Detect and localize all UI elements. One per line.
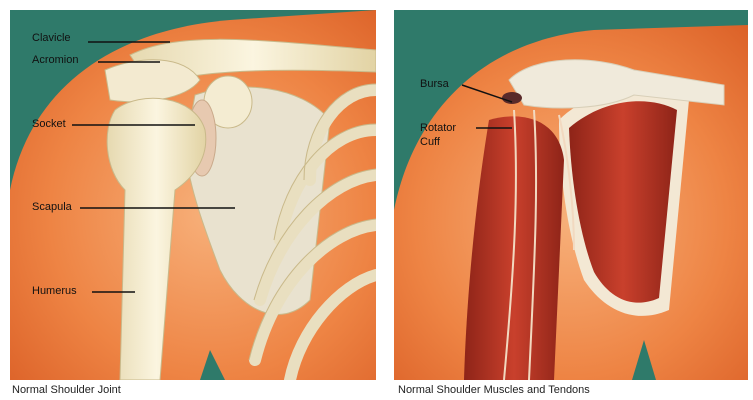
shoulder-muscles-illustration: [394, 10, 748, 380]
label-rotator: Rotator: [420, 122, 456, 134]
label-scapula: Scapula: [32, 201, 72, 213]
skeleton-illustration-panel: Clavicle Acromion Socket Scapula Humerus: [10, 10, 376, 380]
label-bursa: Bursa: [420, 78, 449, 90]
label-humerus: Humerus: [32, 285, 77, 297]
muscle-illustration-panel: Bursa Rotator Cuff: [394, 10, 748, 380]
label-acromion: Acromion: [32, 54, 78, 66]
label-socket: Socket: [32, 118, 66, 130]
label-clavicle: Clavicle: [32, 32, 71, 44]
bursa: [502, 92, 522, 104]
caption-right: Normal Shoulder Muscles and Tendons: [398, 384, 590, 396]
label-cuff: Cuff: [420, 136, 440, 148]
caption-left: Normal Shoulder Joint: [12, 384, 121, 396]
